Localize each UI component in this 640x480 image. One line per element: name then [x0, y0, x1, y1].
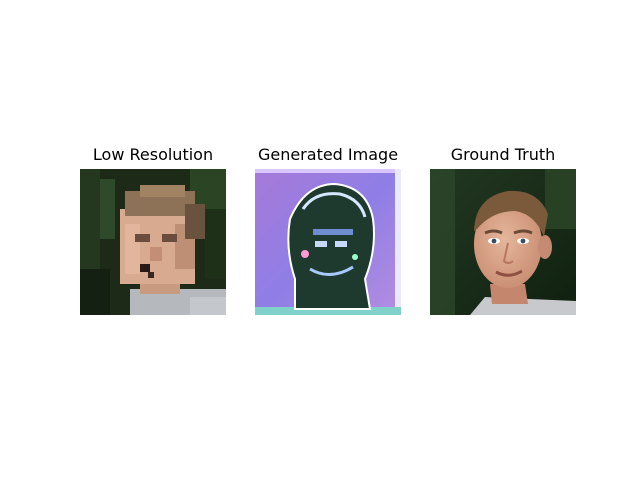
- generated-image-title: Generated Image: [257, 145, 399, 164]
- ground-truth-title: Ground Truth: [450, 145, 556, 164]
- low-resolution-title: Low Resolution: [92, 145, 214, 164]
- low-resolution-image: [80, 169, 226, 315]
- ground-truth-image: [430, 169, 576, 315]
- generated-image: [255, 169, 401, 315]
